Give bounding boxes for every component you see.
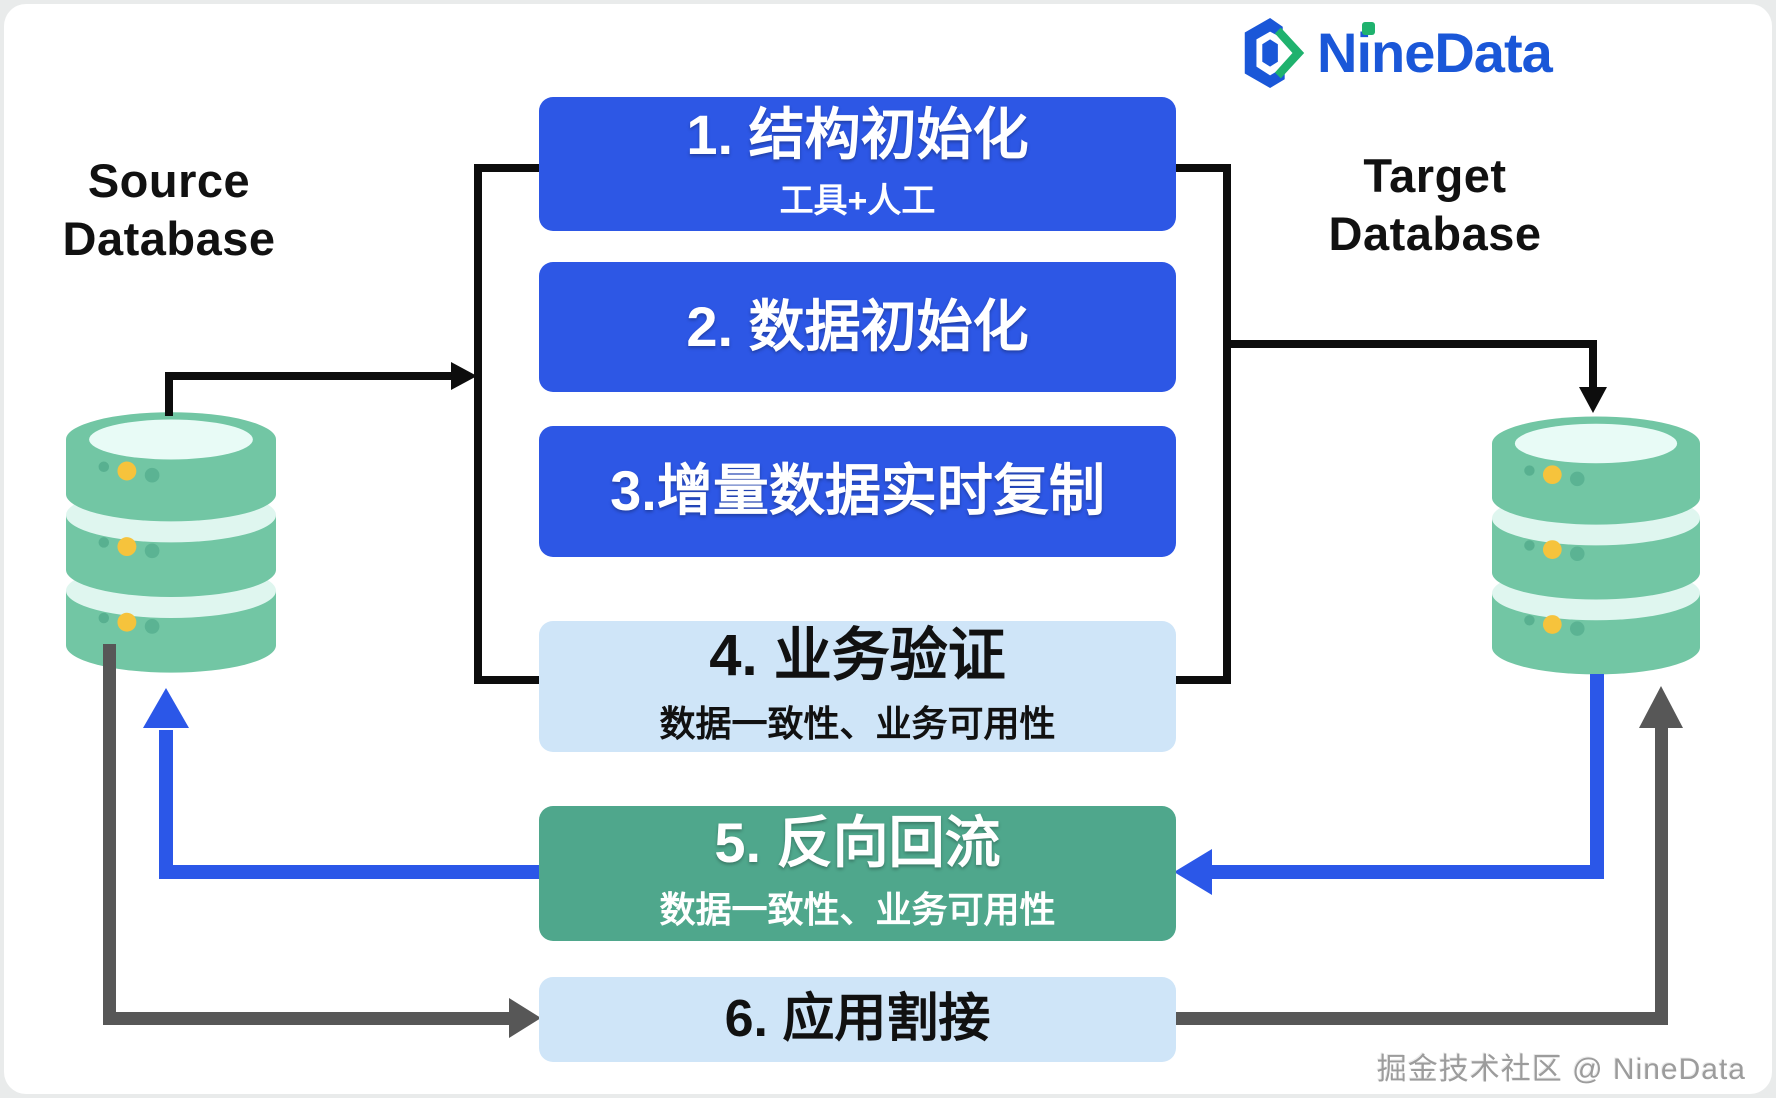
step-title: 1. 结构初始化	[686, 103, 1029, 167]
step-6-application-cutover: 6. 应用割接	[539, 977, 1176, 1062]
step-title: 2. 数据初始化	[686, 294, 1029, 358]
db-segment-top	[66, 412, 276, 522]
reverse-flow-right-run	[1209, 865, 1604, 879]
arrow-pipeline-to-target-drop	[1589, 340, 1597, 389]
arrowhead-up-blue	[143, 688, 189, 728]
arrowhead-left-blue	[1174, 849, 1212, 895]
source-database-label: Source Database	[62, 154, 276, 265]
step-title: 4. 业务验证	[709, 623, 1006, 689]
step-1-structure-init: 1. 结构初始化 工具+人工	[539, 97, 1176, 231]
diagram-canvas: NineData Source Database Target Database	[4, 4, 1772, 1094]
cutover-source-drop	[103, 644, 116, 1019]
watermark: 掘金技术社区 @ NineData	[1376, 1053, 1746, 1086]
reverse-flow-left-run	[159, 865, 541, 879]
target-database-label: Target Database	[1328, 149, 1542, 260]
step-title: 5. 反向回流	[714, 811, 1001, 875]
step-3-incremental-replication: 3.增量数据实时复制	[539, 426, 1176, 557]
cutover-right-run	[1176, 1012, 1668, 1025]
arrowhead-right-black	[451, 362, 477, 390]
step-title: 3.增量数据实时复制	[610, 459, 1105, 523]
step-subtitle: 工具+人工	[779, 181, 936, 220]
db-segment-bottom	[1492, 566, 1700, 675]
arrowhead-down-black	[1579, 387, 1607, 413]
step-subtitle: 数据一致性、业务可用性	[659, 888, 1056, 930]
cutover-left-run	[103, 1012, 513, 1025]
step-5-reverse-backflow: 5. 反向回流 数据一致性、业务可用性	[539, 806, 1176, 941]
arrowhead-up-gray	[1639, 686, 1683, 728]
step-title: 6. 应用割接	[724, 990, 991, 1049]
arrow-source-to-pipeline	[165, 374, 173, 416]
pipeline-frame	[474, 164, 1231, 684]
arrowhead-right-gray	[509, 998, 541, 1038]
reverse-flow-left-rise	[159, 730, 173, 879]
arrow-source-to-pipeline-run	[165, 372, 457, 380]
db-segment-top	[1492, 416, 1700, 525]
logo-i-dot	[1362, 22, 1375, 35]
source-database-icon	[66, 412, 276, 673]
target-database-icon	[1492, 416, 1700, 675]
cutover-right-rise	[1655, 728, 1668, 1025]
ninedata-logo-icon	[1244, 17, 1305, 89]
reverse-flow-target-drop	[1590, 674, 1604, 872]
ninedata-wordmark: NineData	[1317, 21, 1553, 84]
step-subtitle: 数据一致性、业务可用性	[659, 702, 1056, 744]
step-4-business-verification: 4. 业务验证 数据一致性、业务可用性	[539, 621, 1176, 752]
arrow-pipeline-to-target-run	[1227, 340, 1597, 348]
ninedata-logo: NineData	[1237, 14, 1553, 92]
step-2-data-init: 2. 数据初始化	[539, 262, 1176, 392]
